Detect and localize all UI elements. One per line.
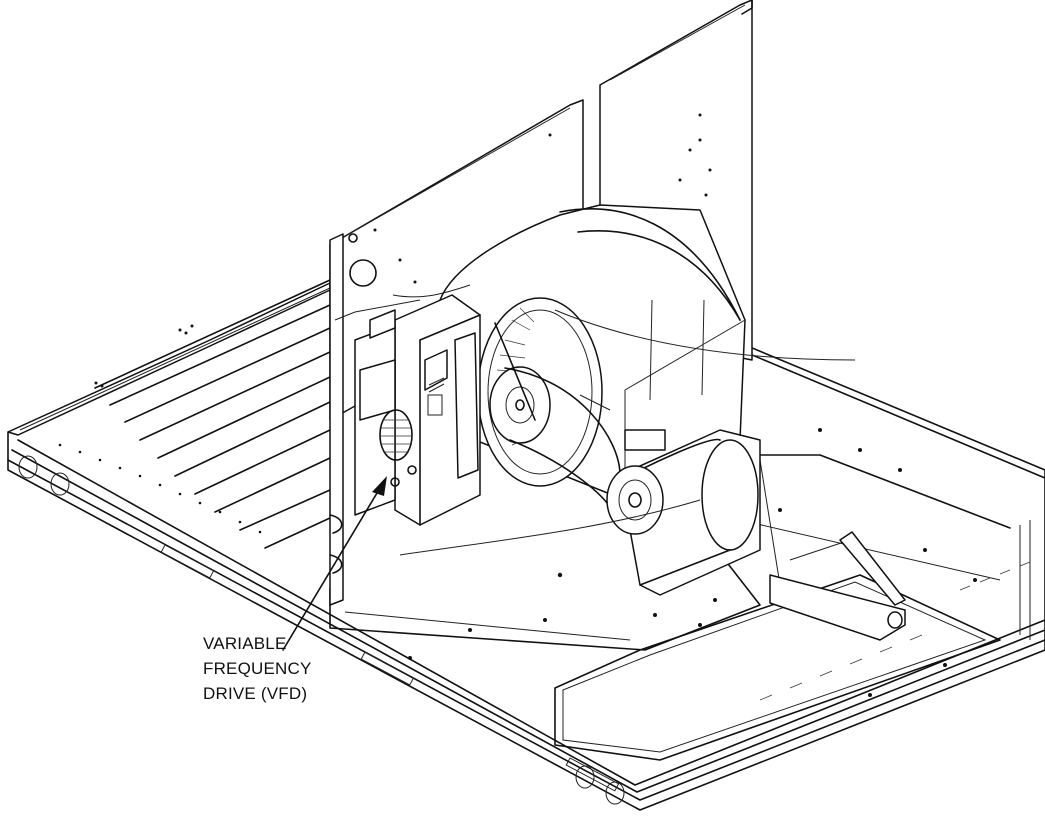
side-post (329, 233, 344, 606)
vfd-leader (282, 476, 387, 651)
motor (606, 299, 761, 596)
cables (392, 284, 856, 556)
callout-line-2: FREQUENCY (203, 659, 312, 678)
callout-label: VARIABLE FREQUENCY DRIVE (VFD) (203, 634, 312, 703)
blower-housing (439, 204, 746, 511)
vfd-unit (334, 294, 481, 526)
drawer-tray (769, 531, 906, 641)
callout-line-3: DRIVE (VFD) (203, 684, 307, 703)
left-floor-panel (19, 279, 331, 549)
leader-arrow-icon (372, 476, 387, 496)
base-rail-frame (7, 282, 1045, 811)
callout-line-1: VARIABLE (203, 634, 287, 653)
floor-rivets (408, 428, 977, 697)
